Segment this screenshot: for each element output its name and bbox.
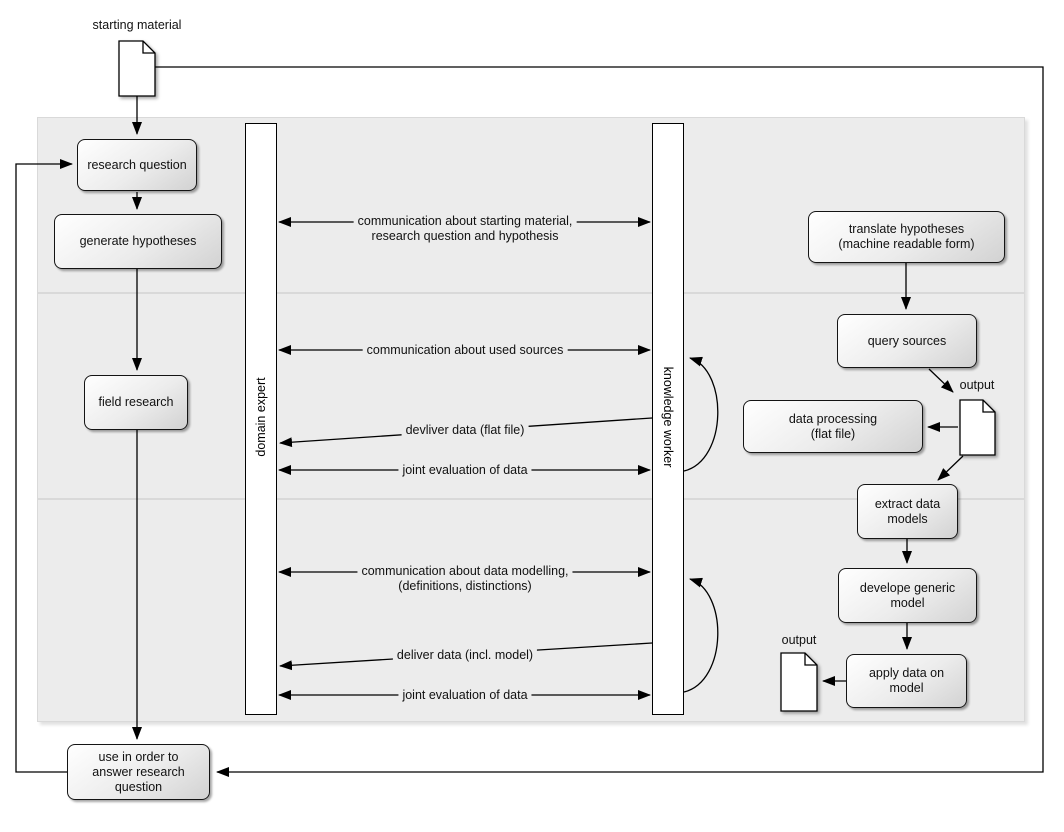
arrow-self-loop-2: [683, 577, 719, 693]
node-develope-generic-model: develope generic model: [838, 568, 977, 623]
node-extract-data-models: extract data models: [857, 484, 958, 539]
label-msg-deliver-data-model: deliver data (incl. model): [392, 648, 538, 663]
node-research-question: research question: [77, 139, 197, 191]
lifeline-knowledge-worker: [652, 123, 684, 715]
label-msg-joint-evaluation-2: joint evaluation of data: [398, 688, 532, 703]
node-apply-data-on-model: apply data on model: [846, 654, 967, 708]
node-use-answer: use in order to answer research question: [67, 744, 210, 800]
arrow-starting-material-to-use-answer: [155, 66, 1044, 777]
label-msg-communication-used-sources: communication about used sources: [362, 343, 568, 358]
document-icon-output-bottom: [780, 652, 818, 712]
label-output-bottom: output: [779, 633, 819, 648]
arrow-query-to-output-doc: [928, 368, 954, 393]
node-data-processing: data processing (flat file): [743, 400, 923, 453]
document-icon-output-top: [959, 399, 996, 456]
label-msg-joint-evaluation-1: joint evaluation of data: [398, 463, 532, 478]
node-translate-hypotheses: translate hypotheses (machine readable f…: [808, 211, 1005, 263]
label-starting-material: starting material: [92, 18, 182, 32]
arrow-self-loop-1: [683, 356, 719, 472]
node-generate-hypotheses: generate hypotheses: [54, 214, 222, 269]
document-icon-starting-material: [118, 40, 156, 97]
node-query-sources: query sources: [837, 314, 977, 368]
label-msg-communication-starting-material: communication about starting material, r…: [353, 214, 577, 244]
label-msg-devliver-data: devliver data (flat file): [401, 423, 529, 438]
lifeline-domain-expert: [245, 123, 277, 715]
node-field-research: field research: [84, 375, 188, 430]
label-msg-communication-data-modelling: communication about data modelling, (def…: [357, 564, 573, 594]
label-output-top: output: [957, 378, 997, 393]
arrow-output-doc-to-extract: [937, 455, 964, 481]
arrow-use-answer-to-research-question: [15, 159, 73, 773]
